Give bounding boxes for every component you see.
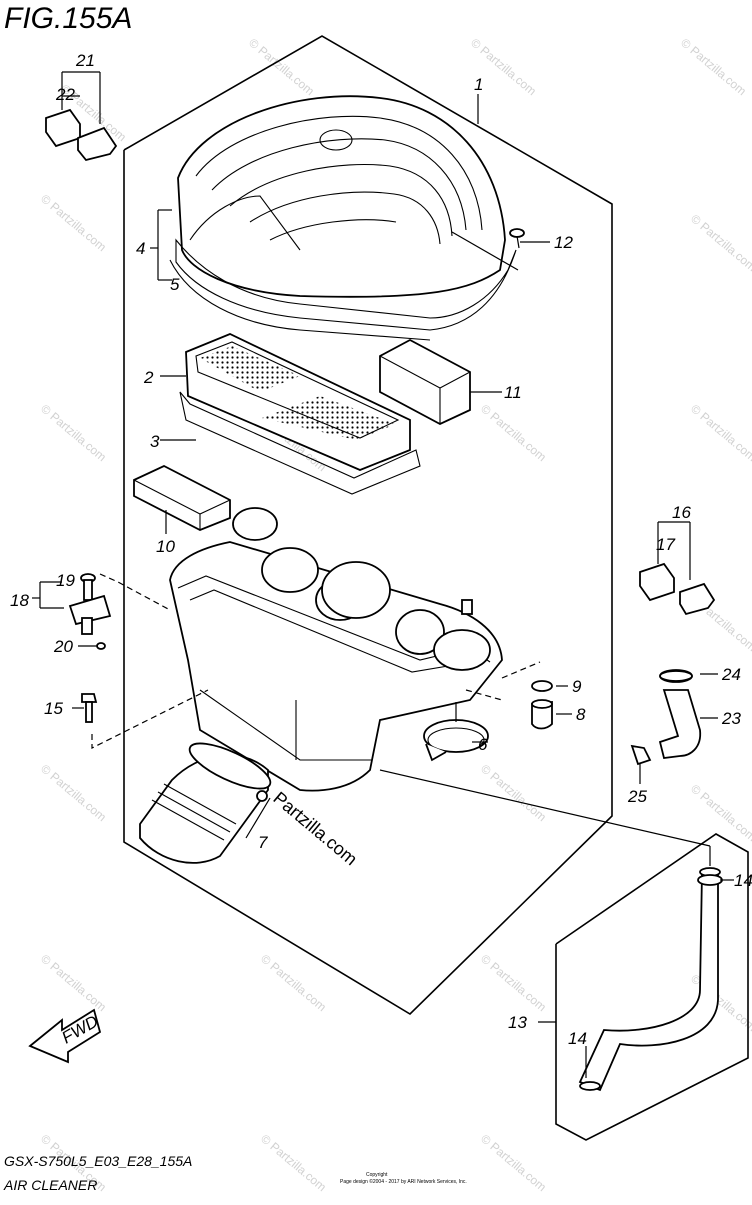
air-box-case[interactable] <box>169 541 503 792</box>
callout-9: 9 <box>572 677 582 696</box>
grommet-8[interactable] <box>531 699 553 730</box>
callout-10: 10 <box>156 537 175 556</box>
ring-24[interactable] <box>659 670 693 682</box>
callout-21: 21 <box>75 51 95 70</box>
callout-25: 25 <box>627 787 647 806</box>
callout-4: 4 <box>136 239 145 258</box>
ring-9[interactable] <box>531 680 553 692</box>
intake-duct[interactable] <box>139 735 276 864</box>
watermark: © Partzilla.com <box>688 782 752 845</box>
foam-pad-11[interactable] <box>379 338 471 426</box>
callout-24: 24 <box>721 665 741 684</box>
ring-14[interactable] <box>697 874 723 886</box>
callout-17: 17 <box>656 535 675 554</box>
lid-seal-outer <box>169 259 431 341</box>
lid-seal <box>175 238 517 331</box>
callout-14a: 14 <box>734 871 752 890</box>
callout-5: 5 <box>170 275 180 294</box>
callout-18: 18 <box>10 591 29 610</box>
connector-21[interactable] <box>45 108 118 162</box>
watermark: © Partzilla.com <box>38 952 109 1015</box>
watermark: © Partzilla.com <box>688 402 752 465</box>
callout-15: 15 <box>44 699 63 718</box>
figure-title: FIG.155A <box>4 2 132 35</box>
callout-6: 6 <box>478 735 488 754</box>
callout-11: 11 <box>504 383 522 402</box>
callout-3: 3 <box>150 432 160 451</box>
watermark: © Partzilla.com <box>678 36 749 99</box>
watermark: © Partzilla.com <box>478 952 549 1015</box>
callout-14b: 14 <box>568 1029 587 1048</box>
leader-lines <box>32 71 734 1078</box>
model-code: GSX-S750L5_E03_E28_155A <box>4 1153 192 1169</box>
watermark: © Partzilla.com <box>258 952 329 1015</box>
intake-funnels <box>232 507 491 671</box>
filter-seal <box>179 391 421 495</box>
callouts: 1 2 3 4 5 6 7 8 9 10 11 12 13 14 14 15 1… <box>10 51 752 1048</box>
sensor-18[interactable] <box>68 573 112 650</box>
callout-19: 19 <box>56 571 75 590</box>
brand-watermark: Partzilla.com <box>269 788 361 870</box>
callout-20: 20 <box>53 637 73 656</box>
copyright-line-2: Page design ©2004 - 2017 by ARI Network … <box>340 1178 467 1185</box>
fwd-arrow: FWD <box>28 1008 102 1064</box>
watermark: © Partzilla.com <box>38 402 109 465</box>
watermark: © Partzilla.com <box>478 1132 549 1195</box>
watermark: © Partzilla.com <box>38 192 109 255</box>
callout-13: 13 <box>508 1013 527 1032</box>
foam-pad-10[interactable] <box>133 464 231 531</box>
copyright-line-1: Copyright <box>366 1172 388 1178</box>
screw-12[interactable] <box>509 228 525 249</box>
connector-16[interactable] <box>639 562 716 616</box>
callout-16: 16 <box>672 503 691 522</box>
clip-25[interactable] <box>630 744 652 766</box>
callout-12: 12 <box>554 233 573 252</box>
callout-7: 7 <box>258 833 268 852</box>
watermark: © Partzilla.com <box>478 402 549 465</box>
callout-2: 2 <box>143 368 154 387</box>
callout-22: 22 <box>55 85 75 104</box>
hose-23[interactable] <box>658 669 702 759</box>
callout-23: 23 <box>721 709 741 728</box>
section-name: AIR CLEANER <box>3 1177 97 1193</box>
watermark: © Partzilla.com <box>258 1132 329 1195</box>
watermark: © Partzilla.com <box>688 212 752 275</box>
bolt-15[interactable] <box>81 693 98 723</box>
air-cleaner-lid[interactable] <box>177 95 506 298</box>
callout-1: 1 <box>474 75 483 94</box>
watermark: © Partzilla.com <box>478 762 549 825</box>
assembly-outline <box>123 35 613 1016</box>
filter-element[interactable] <box>185 333 411 471</box>
callout-8: 8 <box>576 705 586 724</box>
watermark: © Partzilla.com <box>38 762 109 825</box>
drain-hose-box <box>555 833 749 1141</box>
